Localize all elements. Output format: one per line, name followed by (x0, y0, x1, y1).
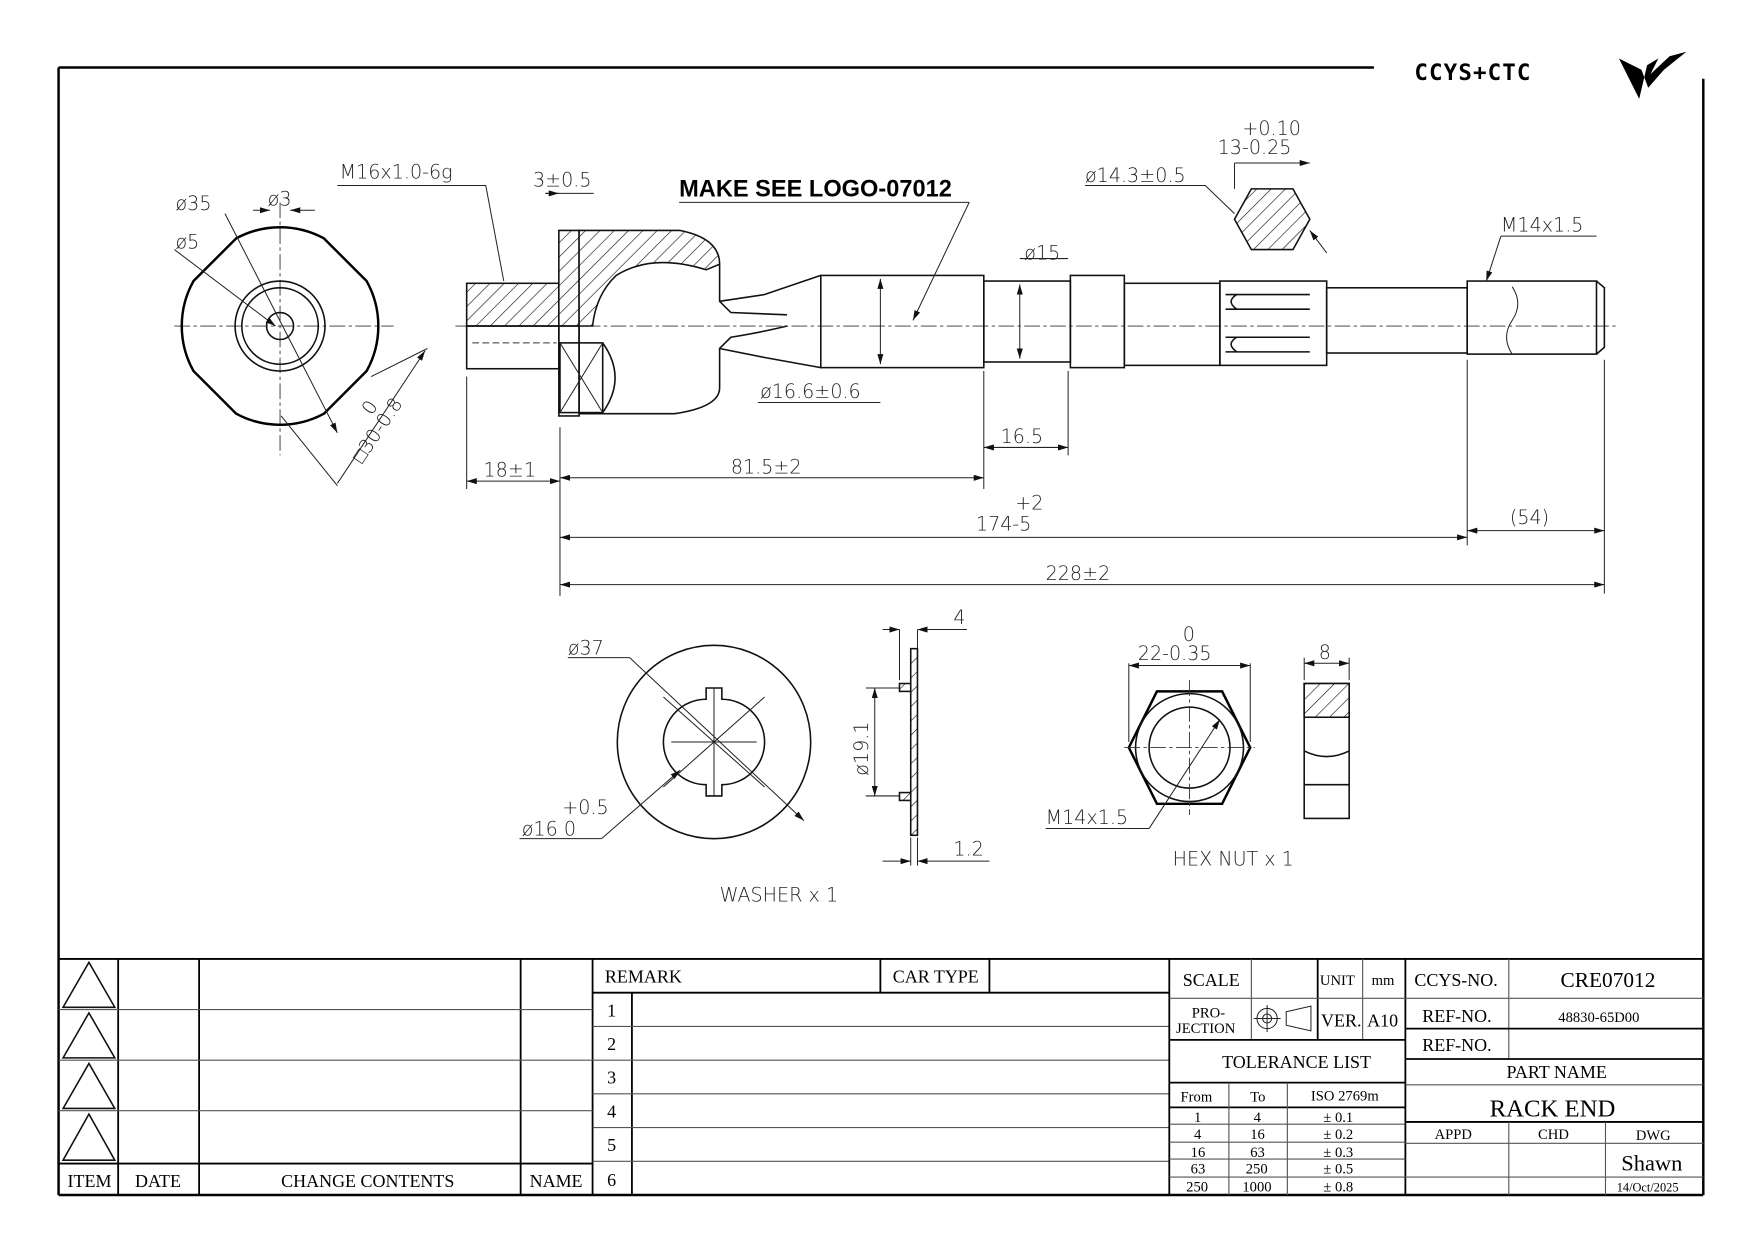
tolerance-value: ± 0.3 (1323, 1145, 1353, 1161)
projection-label: PRO- (1192, 1005, 1225, 1021)
part-name-label: PART NAME (1507, 1062, 1607, 1082)
remark-label: REMARK (605, 967, 682, 987)
dim-thread-m16: M16x1.0-6g (340, 161, 453, 184)
dim-dia-35: ø35 (175, 192, 211, 215)
remark-row-number: 2 (607, 1034, 616, 1054)
drawing-date: 14/Oct/2025 (1617, 1181, 1679, 1195)
dim-dia-3: ø3 (268, 188, 292, 211)
ccys-no-label: CCYS-NO. (1414, 970, 1497, 990)
unit-value: mm (1372, 973, 1395, 989)
dim-length-18: 18±1 (484, 459, 537, 482)
header-name: NAME (530, 1171, 583, 1191)
dim-dia-5: ø5 (175, 230, 199, 253)
tolerance-from: 63 (1191, 1162, 1206, 1178)
tolerance-header-iso: ISO 2769m (1311, 1089, 1379, 1105)
tolerance-value: ± 0.2 (1323, 1127, 1353, 1143)
tolerance-header-from: From (1181, 1090, 1213, 1106)
ref-no-2-label: REF-NO. (1422, 1035, 1491, 1055)
make-logo-note: MAKE SEE LOGO-07012 (679, 177, 952, 203)
dim-dia-15: ø15 (1024, 242, 1060, 265)
dim-length-228: 228±2 (1046, 562, 1111, 585)
projection-label-2: JECTION (1176, 1021, 1236, 1037)
ref-no-value: 48830-65D00 (1558, 1010, 1639, 1026)
dim-length-54: (54) (1510, 506, 1549, 529)
tolerance-to: 1000 (1242, 1180, 1271, 1196)
dim-washer-4: 4 (953, 606, 965, 629)
tolerance-from: 1 (1194, 1110, 1201, 1126)
revision-table: ITEM DATE CHANGE CONTENTS NAME (58, 958, 1704, 1196)
tolerance-header-to: To (1250, 1090, 1265, 1106)
dim-length-174: 174-5 (976, 513, 1032, 536)
unit-label: UNIT (1320, 973, 1355, 989)
title-block: SCALE UNIT mm PRO- JECTION VER. A10 TOLE… (1168, 958, 1704, 1196)
tolerance-to: 16 (1250, 1127, 1265, 1143)
dim-nut-thread: M14x1.5 (1046, 806, 1129, 829)
dim-square-30: □30-0.8 (347, 393, 407, 467)
washer-view: ø37 +0.5 ø16 0 ø19.1 4 1.2 WASHER x 1 (519, 606, 990, 907)
remark-table: REMARK CAR TYPE 1 2 3 4 5 6 (592, 958, 1170, 1196)
appd-label: APPD (1435, 1127, 1472, 1143)
hex-nut-caption: HEX NUT x 1 (1173, 848, 1294, 871)
hex-nut-view: 0 22-0.35 8 M14x1.5 HEX NUT x 1 (1046, 623, 1350, 871)
logo-text: CCYS+CTC (1414, 60, 1531, 86)
header-change-contents: CHANGE CONTENTS (281, 1171, 454, 1191)
revision-triangle-icons (61, 960, 117, 1161)
dim-thread-m14: M14x1.5 (1501, 214, 1584, 237)
dim-length-81-5: 81.5±2 (731, 455, 802, 478)
dim-nut-upper-tol: 0 (1183, 623, 1195, 646)
logo-mark-icon (1618, 51, 1687, 99)
version-value: A10 (1367, 1010, 1398, 1030)
remark-row-number: 5 (607, 1135, 616, 1155)
remark-row-number: 4 (607, 1101, 616, 1121)
version-label: VER. (1321, 1010, 1361, 1030)
dim-length-174-upper-tol: +2 (1015, 491, 1043, 514)
chd-label: CHD (1538, 1127, 1569, 1143)
header-item: ITEM (68, 1171, 112, 1191)
tolerance-to: 250 (1246, 1162, 1268, 1178)
dim-flange-width: 3±0.5 (533, 169, 592, 192)
rack-end-side-view: M16x1.0-6g 3±0.5 MAKE SEE LOGO-07012 ø16… (337, 117, 1619, 596)
tolerance-from: 16 (1191, 1145, 1206, 1161)
tolerance-from: 4 (1194, 1127, 1202, 1143)
tolerance-value: ± 0.1 (1323, 1110, 1353, 1126)
company-logo: CCYS+CTC (1414, 51, 1687, 99)
tolerance-value: ± 0.5 (1323, 1162, 1353, 1178)
first-angle-projection-icon (1253, 1005, 1312, 1033)
tolerance-list-title: TOLERANCE LIST (1222, 1052, 1371, 1072)
dim-washer-dia-16-upper-tol: +0.5 (562, 796, 608, 819)
dim-hex-13: 13-0.25 (1218, 136, 1292, 159)
dim-dia-16-6: ø16.6±0.6 (760, 380, 861, 403)
dim-washer-1-2: 1.2 (953, 838, 983, 861)
end-view: ø35 ø3 ø5 0 □30-0.8 (174, 188, 428, 486)
dim-dia-14-3: ø14.3±0.5 (1085, 164, 1186, 187)
dim-washer-dia-16: ø16 0 (522, 817, 576, 840)
washer-caption: WASHER x 1 (720, 884, 838, 907)
remark-row-number: 1 (607, 1000, 616, 1020)
dwg-label: DWG (1636, 1128, 1671, 1144)
tolerance-rows: 1 4 ± 0.1 4 16 ± 0.2 16 63 ± 0.3 63 250 … (1186, 1110, 1353, 1196)
dim-hex-upper-tol: +0.10 (1242, 117, 1301, 140)
part-name-value: RACK END (1490, 1095, 1616, 1122)
remark-row-number: 3 (607, 1068, 616, 1088)
ccys-no-value: CRE07012 (1561, 968, 1656, 992)
tolerance-to: 63 (1250, 1145, 1265, 1161)
dim-length-16-5: 16.5 (1001, 425, 1044, 448)
scale-label: SCALE (1183, 970, 1240, 990)
drawing-frame (57, 66, 1705, 1197)
remark-row-number: 6 (607, 1170, 616, 1190)
tolerance-to: 4 (1254, 1110, 1262, 1126)
car-type-label: CAR TYPE (893, 967, 979, 987)
dim-nut-22: 22-0.35 (1138, 642, 1212, 665)
tolerance-value: ± 0.8 (1323, 1180, 1353, 1196)
dim-nut-width-8: 8 (1319, 641, 1331, 664)
drawn-by: Shawn (1621, 1150, 1682, 1175)
ref-no-label: REF-NO. (1422, 1006, 1491, 1026)
dim-washer-dia-19-1: ø19.1 (850, 721, 873, 775)
header-date: DATE (135, 1171, 181, 1191)
tolerance-from: 250 (1186, 1180, 1208, 1196)
dim-washer-dia-37: ø37 (568, 636, 604, 659)
